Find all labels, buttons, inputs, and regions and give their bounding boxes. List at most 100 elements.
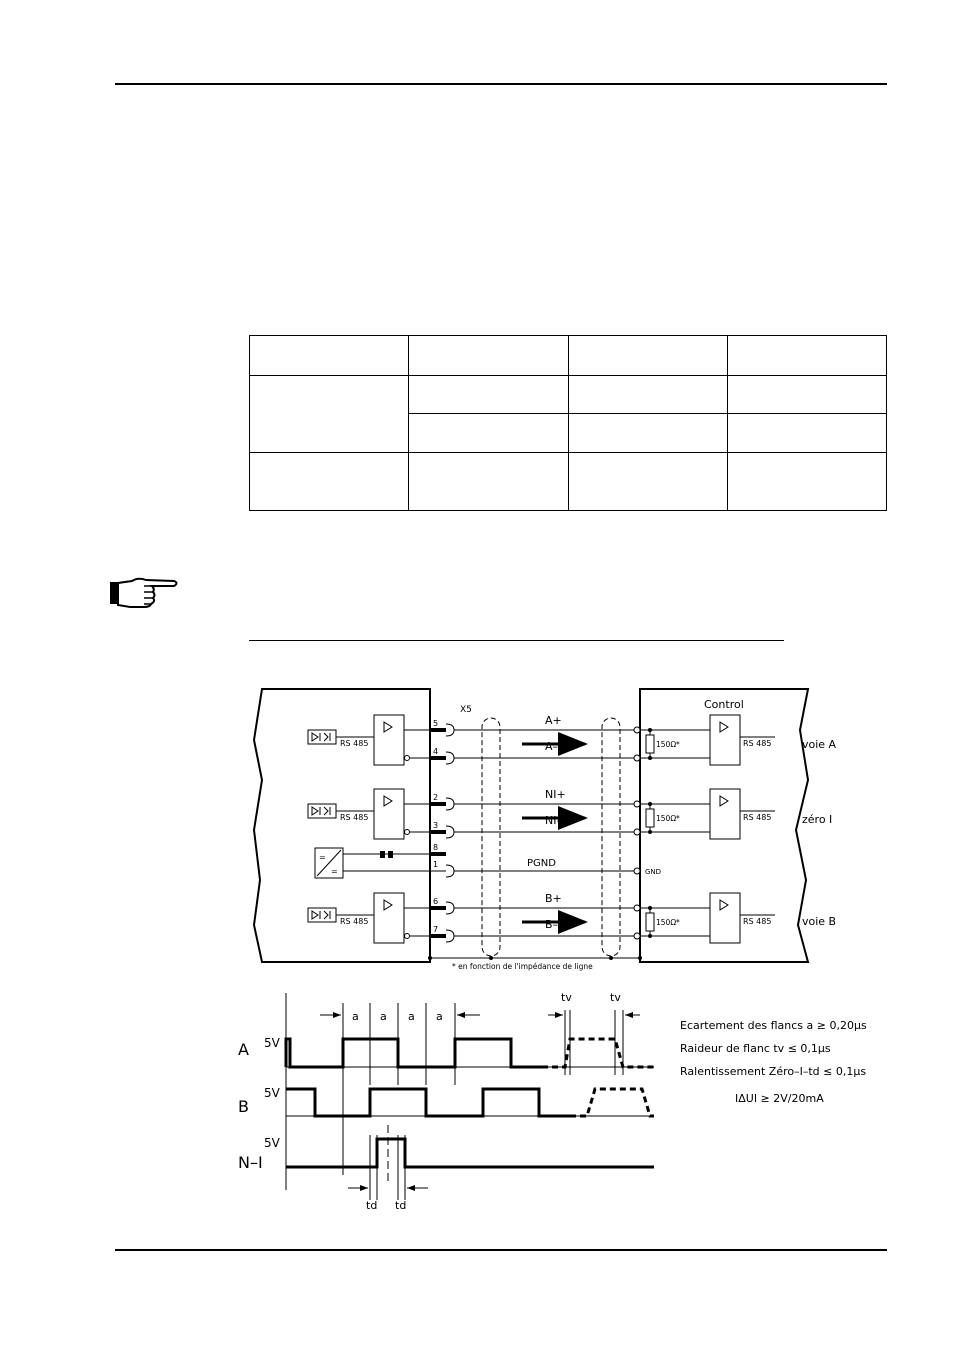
inverter-dot <box>404 755 410 761</box>
control-label: Control <box>704 698 744 711</box>
output-label: voie B <box>802 915 836 928</box>
pin-label: 8 <box>433 843 438 852</box>
output-label: voie A <box>802 738 837 751</box>
cable-shield <box>481 717 501 957</box>
pin-label: 2 <box>433 793 438 802</box>
a-label: a <box>436 1010 443 1023</box>
pin-label: 1 <box>433 860 438 869</box>
connector-socket <box>445 751 455 765</box>
pin-label: 5 <box>433 719 438 728</box>
signal-label: NI– <box>545 814 562 827</box>
termination-resistor <box>645 734 655 754</box>
a-label: a <box>408 1010 415 1023</box>
termination-resistor <box>645 912 655 932</box>
cable-shield <box>601 717 621 957</box>
table-cell <box>567 452 728 511</box>
footnote: * en fonction de l'impédance de ligne <box>452 962 593 971</box>
table-cell <box>408 452 569 511</box>
rs485-label: RS 485 <box>340 917 368 926</box>
rs485-label: RS 485 <box>340 813 368 822</box>
a-label: a <box>380 1010 387 1023</box>
resistor-label: 150Ω* <box>656 814 680 823</box>
table-cell <box>567 375 728 414</box>
diode-symbol <box>311 806 331 816</box>
amplifier-symbol <box>719 795 729 807</box>
pin-label: 7 <box>433 925 438 934</box>
rs485-label: RS 485 <box>743 917 771 926</box>
waveform-a <box>284 1037 542 1069</box>
timing-diagram: A B N–I 5V 5V 5V a a a a td td <box>238 991 867 1212</box>
line-receiver <box>709 788 741 840</box>
line-driver <box>373 714 405 766</box>
signal-label: A– <box>545 740 558 753</box>
control-outline <box>639 688 810 963</box>
table-cell <box>567 335 728 376</box>
table-cell <box>726 413 888 453</box>
svg-text:=: = <box>319 853 326 862</box>
pin-label: 6 <box>433 897 438 906</box>
voltage-label: 5V <box>264 1036 281 1050</box>
amplifier-symbol <box>383 795 393 807</box>
amplifier-symbol <box>383 899 393 911</box>
waveform-b <box>286 1087 570 1118</box>
rs485-label: RS 485 <box>743 739 771 748</box>
table-cell <box>408 375 569 414</box>
table-row <box>248 375 888 453</box>
table-cell <box>726 335 888 376</box>
amplifier-symbol <box>719 721 729 733</box>
td-label: td <box>366 1199 377 1212</box>
amplifier-symbol <box>383 721 393 733</box>
spec-text: Ralentissement Zéro–I–td ≤ 0,1µs <box>680 1065 866 1078</box>
rs485-label: RS 485 <box>743 813 771 822</box>
table-cell <box>726 452 888 511</box>
connector-socket <box>445 723 455 737</box>
footer-rule <box>115 1249 887 1251</box>
channel-label: A <box>238 1040 249 1059</box>
signal-label: PGND <box>527 858 556 869</box>
signal-label: A+ <box>545 714 562 727</box>
resistor-label: 150Ω* <box>656 740 680 749</box>
connector-socket <box>445 929 455 943</box>
rs485-label: RS 485 <box>340 739 368 748</box>
spec-text: Raideur de flanc tv ≤ 0,1µs <box>680 1042 831 1055</box>
line-receiver <box>709 892 741 944</box>
connector-socket <box>445 825 455 839</box>
table-cell <box>726 375 888 414</box>
header-rule <box>115 83 887 85</box>
diode-symbol <box>311 732 331 742</box>
inverter-dot <box>404 933 410 939</box>
edge-spacing-markers <box>320 1003 640 1200</box>
connector-socket <box>445 901 455 915</box>
signal-label: NI+ <box>545 788 566 801</box>
spec-table <box>248 335 888 511</box>
a-label: a <box>352 1010 359 1023</box>
pin-label: 4 <box>433 747 438 756</box>
table-cell <box>248 375 410 453</box>
drive-outline <box>252 688 431 963</box>
connector-socket <box>445 797 455 811</box>
diode-symbol <box>311 910 331 920</box>
table-cell <box>408 335 569 376</box>
connector-label: X5 <box>460 705 472 715</box>
terminal <box>633 754 641 762</box>
table-cell <box>567 413 728 453</box>
signal-label: B+ <box>545 892 562 905</box>
pointing-hand-icon <box>110 577 178 608</box>
table-row <box>248 452 888 511</box>
channel-label: B <box>238 1097 249 1116</box>
td-label: td <box>395 1199 406 1212</box>
termination-resistor <box>645 808 655 828</box>
table-row <box>248 335 888 376</box>
wiring-diagram: X5 Control RS 485 5 4 A+ A– 150Ω* RS 485 RS 485… <box>252 688 837 971</box>
table-cell <box>248 335 410 376</box>
spec-text: Ecartement des flancs a ≥ 0,20µs <box>680 1019 867 1032</box>
terminal <box>633 932 641 940</box>
section-rule <box>249 640 784 641</box>
signal-label: B– <box>545 918 558 931</box>
line-driver <box>373 892 405 944</box>
voltage-label: 5V <box>264 1136 281 1150</box>
terminal <box>633 904 641 912</box>
tv-label: tv <box>610 991 621 1004</box>
table-cell <box>248 452 410 511</box>
output-label: zéro I <box>802 813 832 826</box>
